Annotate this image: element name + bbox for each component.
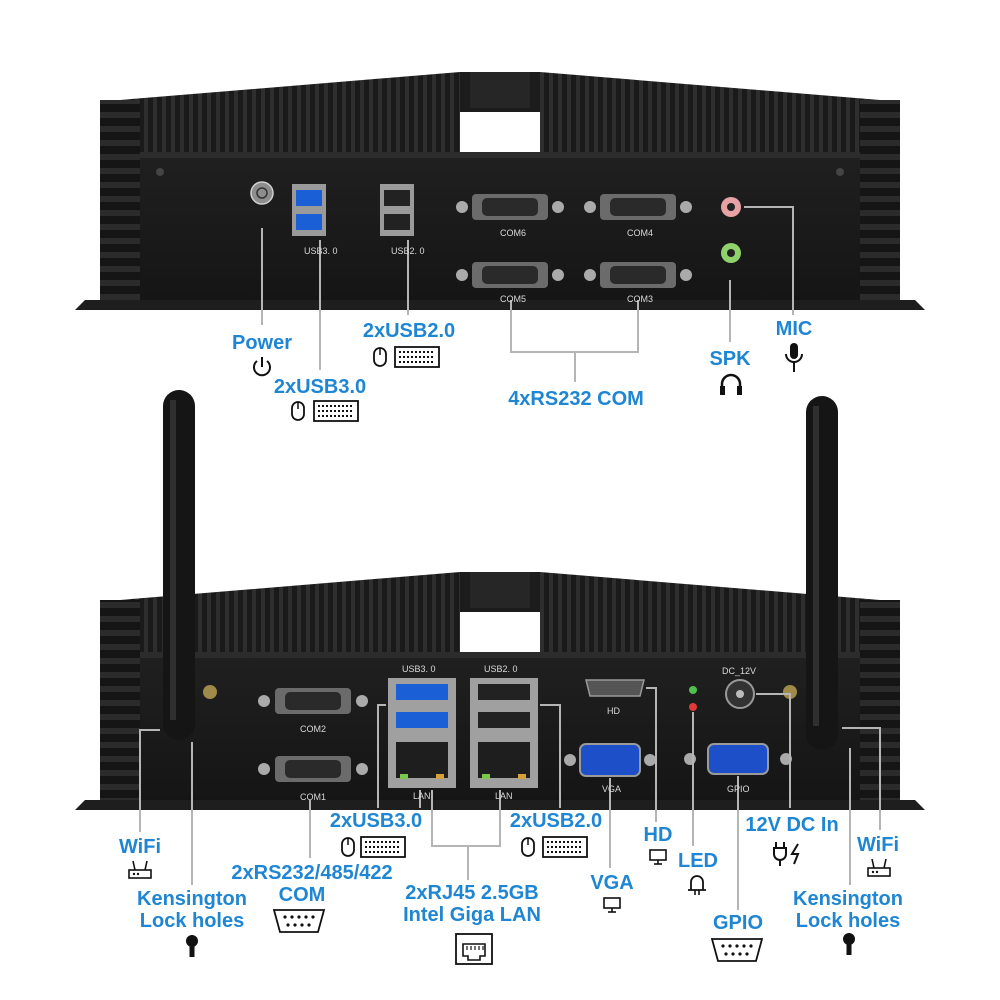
callout-kensington-left-2: Lock holes <box>139 910 245 932</box>
headphones-icon <box>720 373 742 395</box>
callout-rs232-com-top: 4xRS232 COM <box>508 388 644 410</box>
callout-rj45-2: Intel Giga LAN <box>403 904 541 926</box>
callout-mic: MIC <box>775 318 813 340</box>
mouse-icon <box>521 837 535 857</box>
callout-usb30-bottom: 2xUSB3.0 <box>329 810 423 832</box>
lock-icon <box>843 933 855 955</box>
antenna-right <box>806 396 838 750</box>
silk-com5: COM5 <box>500 294 527 304</box>
microphone-icon <box>785 343 803 372</box>
mouse-icon <box>373 347 387 367</box>
silk-usb30-top: USB3. 0 <box>304 246 338 256</box>
silk-com3: COM3 <box>627 294 654 304</box>
monitor-icon <box>649 849 667 865</box>
callout-rs232-485-422: 2xRS232/485/422 <box>231 862 393 884</box>
top-device <box>75 72 925 310</box>
callout-hd: HD <box>643 824 673 846</box>
silk-com2: COM2 <box>300 724 327 734</box>
keyboard-icon <box>394 346 440 368</box>
callout-wifi-right: WiFi <box>856 834 900 856</box>
callout-rs232-com: COM <box>278 884 326 906</box>
power-icon <box>253 357 271 377</box>
silk-hd: HD <box>607 706 620 716</box>
router-icon <box>867 858 891 877</box>
silk-lan-1: LAN <box>413 791 431 801</box>
top-leader-lines <box>261 206 794 382</box>
silk-gpio: GPIO <box>727 784 750 794</box>
silk-com6: COM6 <box>500 228 527 238</box>
dc-plug-icon <box>773 842 800 866</box>
callout-rj45-1: 2xRJ45 2.5GB <box>405 882 539 904</box>
callout-power: Power <box>231 332 293 354</box>
callout-kensington-right-2: Lock holes <box>795 910 901 932</box>
callout-usb20-top: 2xUSB2.0 <box>362 320 456 342</box>
ethernet-icon <box>455 933 493 965</box>
keyboard-icon <box>542 836 588 858</box>
silk-usb20-bottom: USB2. 0 <box>484 664 518 674</box>
mouse-icon <box>291 401 305 421</box>
silk-lan-2: LAN <box>495 791 513 801</box>
keyboard-icon <box>313 400 359 422</box>
silk-com1: COM1 <box>300 792 327 802</box>
serial-port-icon <box>272 909 326 933</box>
keyboard-icon <box>360 836 406 858</box>
callout-kensington-right-1: Kensington <box>793 888 903 910</box>
monitor-icon <box>603 897 621 913</box>
mouse-icon <box>341 837 355 857</box>
lock-icon <box>186 935 198 957</box>
callout-usb30-top: 2xUSB3.0 <box>273 376 367 398</box>
callout-gpio: GPIO <box>712 912 764 934</box>
callout-wifi-left: WiFi <box>118 836 162 858</box>
antenna-left <box>163 390 195 740</box>
callout-spk: SPK <box>709 348 751 370</box>
silk-usb30-bottom: USB3. 0 <box>402 664 436 674</box>
router-icon <box>128 860 152 879</box>
serial-port-icon <box>710 938 764 962</box>
callout-usb20-bottom: 2xUSB2.0 <box>509 810 603 832</box>
callout-vga: VGA <box>590 872 634 894</box>
callout-kensington-left-1: Kensington <box>137 888 247 910</box>
bottom-leader-lines <box>139 687 881 910</box>
callout-12v-dc-in: 12V DC In <box>745 814 839 836</box>
silk-com4: COM4 <box>627 228 654 238</box>
silk-dc-12v: DC_12V <box>722 666 757 676</box>
led-bulb-icon <box>688 875 706 895</box>
bottom-device <box>75 572 925 810</box>
silk-usb20-top: USB2. 0 <box>391 246 425 256</box>
silk-vga: VGA <box>602 784 622 794</box>
callout-led: LED <box>678 850 718 872</box>
